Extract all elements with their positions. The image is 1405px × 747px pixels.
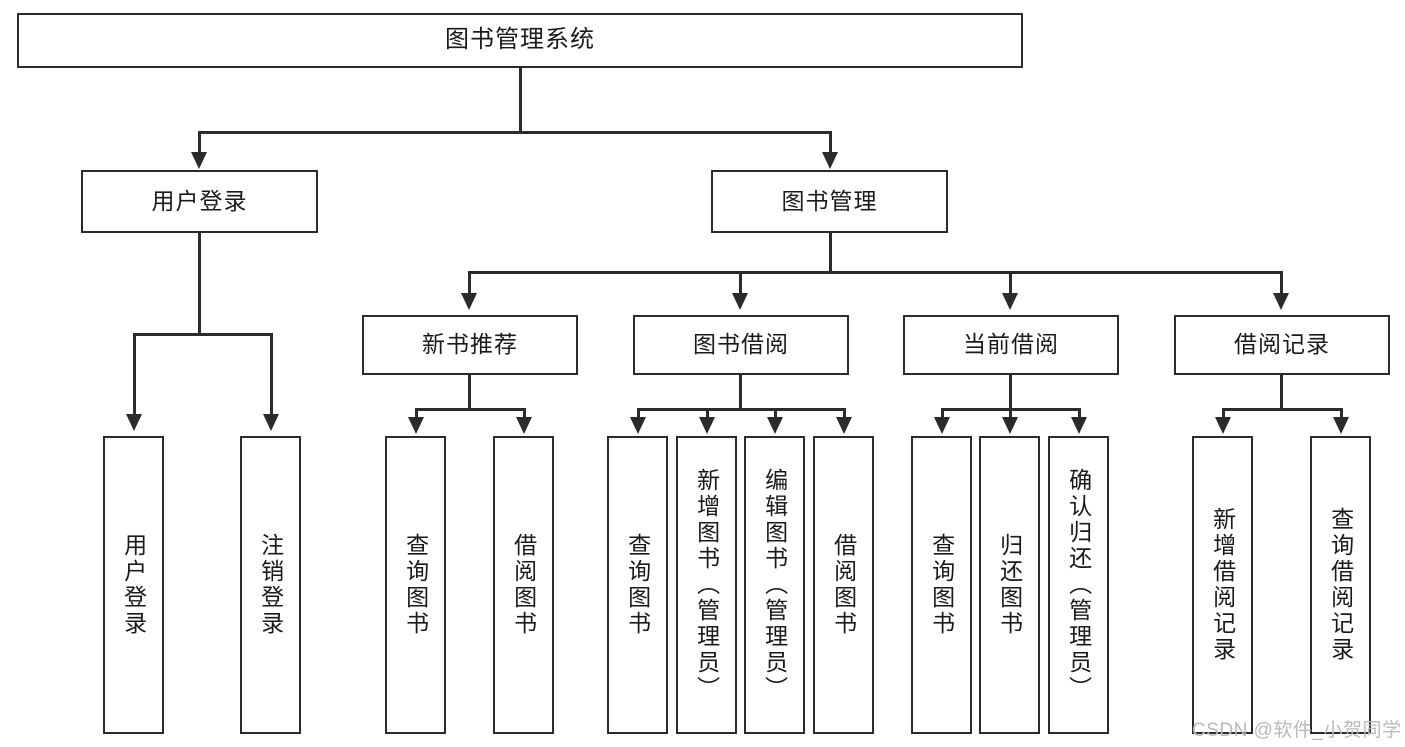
connector-user-login-branch-1 <box>133 333 136 418</box>
node-label: 查询借阅记录 <box>1327 507 1354 663</box>
node-label: 图书管理 <box>781 187 878 214</box>
leaf-book-borrow-query-book[interactable]: 查询图书 <box>607 436 668 734</box>
leaf-current-borrow-confirm-return-admin[interactable]: 确认归还（管理员） <box>1048 436 1109 734</box>
node-label: 查询图书 <box>928 533 955 637</box>
connector-book-borrow-branch-3 <box>774 408 777 420</box>
connector-current-borrow-branch-3 <box>1078 408 1081 420</box>
node-label: 新增图书（管理员） <box>693 468 720 702</box>
node-label: 借阅图书 <box>510 533 537 637</box>
connector-borrow-record-branch-1 <box>1222 408 1225 420</box>
connector-root-to-user-login <box>198 131 201 156</box>
arrow-book-borrow-leaf-1 <box>630 417 646 434</box>
leaf-book-borrow-add-book-admin[interactable]: 新增图书（管理员） <box>676 436 737 734</box>
arrow-borrow-record-leaf-2 <box>1333 417 1349 434</box>
leaf-user-login-logout[interactable]: 注销登录 <box>240 436 301 734</box>
node-user-login[interactable]: 用户登录 <box>81 170 318 233</box>
connector-book-mgmt-branch-2 <box>739 271 742 296</box>
connector-book-borrow-stem <box>739 375 742 411</box>
arrow-user-login-leaf-2 <box>263 414 279 431</box>
arrow-root-to-user-login <box>191 152 207 169</box>
node-label: 图书借阅 <box>693 331 789 358</box>
node-label: 归还图书 <box>996 533 1023 637</box>
connector-book-borrow-branch-2 <box>706 408 709 420</box>
leaf-book-borrow-borrow-book[interactable]: 借阅图书 <box>813 436 874 734</box>
node-label: 图书管理系统 <box>445 26 595 54</box>
node-label: 用户登录 <box>120 533 147 637</box>
leaf-borrow-record-add-record[interactable]: 新增借阅记录 <box>1192 436 1253 734</box>
arrow-new-book-leaf-1 <box>408 417 424 434</box>
node-label: 借阅记录 <box>1234 331 1330 358</box>
csdn-watermark: CSDN @软件_小贺同学 <box>1192 720 1402 741</box>
leaf-current-borrow-return-book[interactable]: 归还图书 <box>979 436 1040 734</box>
connector-new-book-branch-1 <box>415 408 418 420</box>
node-current-borrow[interactable]: 当前借阅 <box>903 315 1119 375</box>
connector-book-mgmt-bar <box>468 271 1282 274</box>
connector-root-bar <box>198 131 831 134</box>
arrow-current-borrow-leaf-2 <box>1002 417 1018 434</box>
connector-book-mgmt-stem <box>829 233 832 273</box>
connector-user-login-stem <box>198 233 201 335</box>
connector-borrow-record-stem <box>1280 375 1283 411</box>
arrow-book-borrow-leaf-4 <box>836 417 852 434</box>
node-label: 查询图书 <box>624 533 651 637</box>
connector-current-borrow-branch-1 <box>941 408 944 420</box>
node-label: 用户登录 <box>151 187 248 214</box>
node-label: 编辑图书（管理员） <box>761 468 788 702</box>
leaf-borrow-record-query-record[interactable]: 查询借阅记录 <box>1310 436 1371 734</box>
node-label: 查询图书 <box>402 533 429 637</box>
connector-current-borrow-stem <box>1009 375 1012 411</box>
connector-new-book-stem <box>468 375 471 411</box>
connector-new-book-bar <box>415 408 525 411</box>
connector-user-login-bar <box>133 333 272 336</box>
arrow-user-login-leaf-1 <box>126 414 142 431</box>
arrow-borrow-record-leaf-1 <box>1215 417 1231 434</box>
node-new-book-recommend[interactable]: 新书推荐 <box>362 315 578 375</box>
node-label: 确认归还（管理员） <box>1065 468 1092 702</box>
node-book-borrow[interactable]: 图书借阅 <box>633 315 849 375</box>
connector-book-borrow-branch-4 <box>843 408 846 420</box>
connector-book-borrow-bar <box>637 408 845 411</box>
connector-borrow-record-bar <box>1222 408 1342 411</box>
connector-book-mgmt-branch-1 <box>468 271 471 296</box>
connector-root-to-book-mgmt <box>829 131 832 156</box>
arrow-current-borrow-leaf-1 <box>934 417 950 434</box>
node-label: 当前借阅 <box>963 331 1059 358</box>
arrow-new-book-leaf-2 <box>516 417 532 434</box>
arrow-root-to-book-mgmt <box>822 152 838 169</box>
node-label: 新书推荐 <box>422 331 518 358</box>
leaf-new-book-borrow-book[interactable]: 借阅图书 <box>493 436 554 734</box>
arrow-book-borrow-leaf-2 <box>699 417 715 434</box>
connector-book-borrow-branch-1 <box>637 408 640 420</box>
arrow-book-borrow-leaf-3 <box>767 417 783 434</box>
arrow-book-mgmt-to-borrow <box>732 293 748 310</box>
leaf-current-borrow-query-book[interactable]: 查询图书 <box>911 436 972 734</box>
leaf-user-login-login[interactable]: 用户登录 <box>103 436 164 734</box>
leaf-new-book-query-book[interactable]: 查询图书 <box>385 436 446 734</box>
node-label: 借阅图书 <box>830 533 857 637</box>
connector-user-login-branch-2 <box>270 333 273 418</box>
node-label: 新增借阅记录 <box>1209 507 1236 663</box>
node-book-management[interactable]: 图书管理 <box>711 170 948 233</box>
node-label: 注销登录 <box>257 533 284 637</box>
arrow-current-borrow-leaf-3 <box>1071 417 1087 434</box>
arrow-book-mgmt-to-current-borrow <box>1002 293 1018 310</box>
connector-root-stem <box>519 68 522 133</box>
node-root-book-management-system[interactable]: 图书管理系统 <box>17 13 1023 68</box>
arrow-book-mgmt-to-borrow-record <box>1273 293 1289 310</box>
arrow-book-mgmt-to-new-book <box>461 293 477 310</box>
connector-new-book-branch-2 <box>523 408 526 420</box>
leaf-book-borrow-edit-book-admin[interactable]: 编辑图书（管理员） <box>744 436 805 734</box>
connector-book-mgmt-branch-3 <box>1009 271 1012 296</box>
connector-borrow-record-branch-2 <box>1340 408 1343 420</box>
connector-current-borrow-branch-2 <box>1009 408 1012 420</box>
connector-book-mgmt-branch-4 <box>1280 271 1283 296</box>
node-borrow-record[interactable]: 借阅记录 <box>1174 315 1390 375</box>
